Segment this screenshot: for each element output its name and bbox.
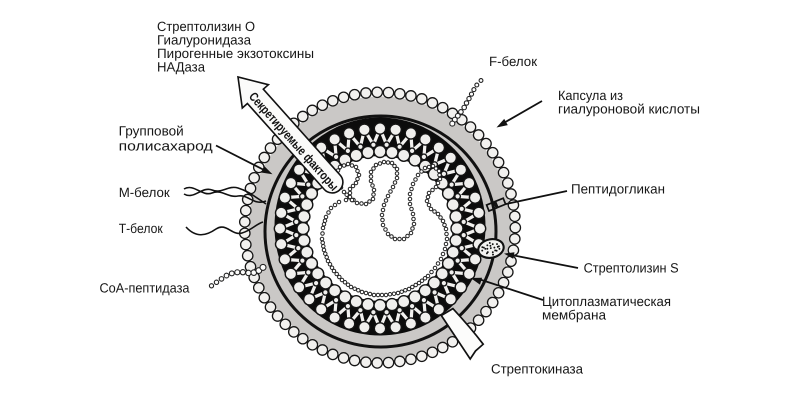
svg-text:Пептидогликан: Пептидогликан — [571, 182, 665, 197]
svg-text:Т-белок: Т-белок — [119, 221, 163, 236]
svg-text:полисахарод: полисахарод — [119, 139, 213, 154]
svg-text:Стрептокиназа: Стрептокиназа — [491, 361, 583, 376]
svg-text:НАДаза: НАДаза — [157, 60, 205, 75]
svg-text:Стрептолизин S: Стрептолизин S — [584, 260, 679, 275]
svg-text:СоА-пептидаза: СоА-пептидаза — [100, 281, 190, 296]
svg-text:М-белок: М-белок — [119, 185, 170, 200]
svg-text:гиалуроновой кислоты: гиалуроновой кислоты — [558, 102, 700, 117]
svg-text:F-белок: F-белок — [489, 54, 537, 69]
svg-text:мембрана: мембрана — [542, 308, 606, 323]
svg-text:Групповой: Групповой — [119, 124, 184, 139]
